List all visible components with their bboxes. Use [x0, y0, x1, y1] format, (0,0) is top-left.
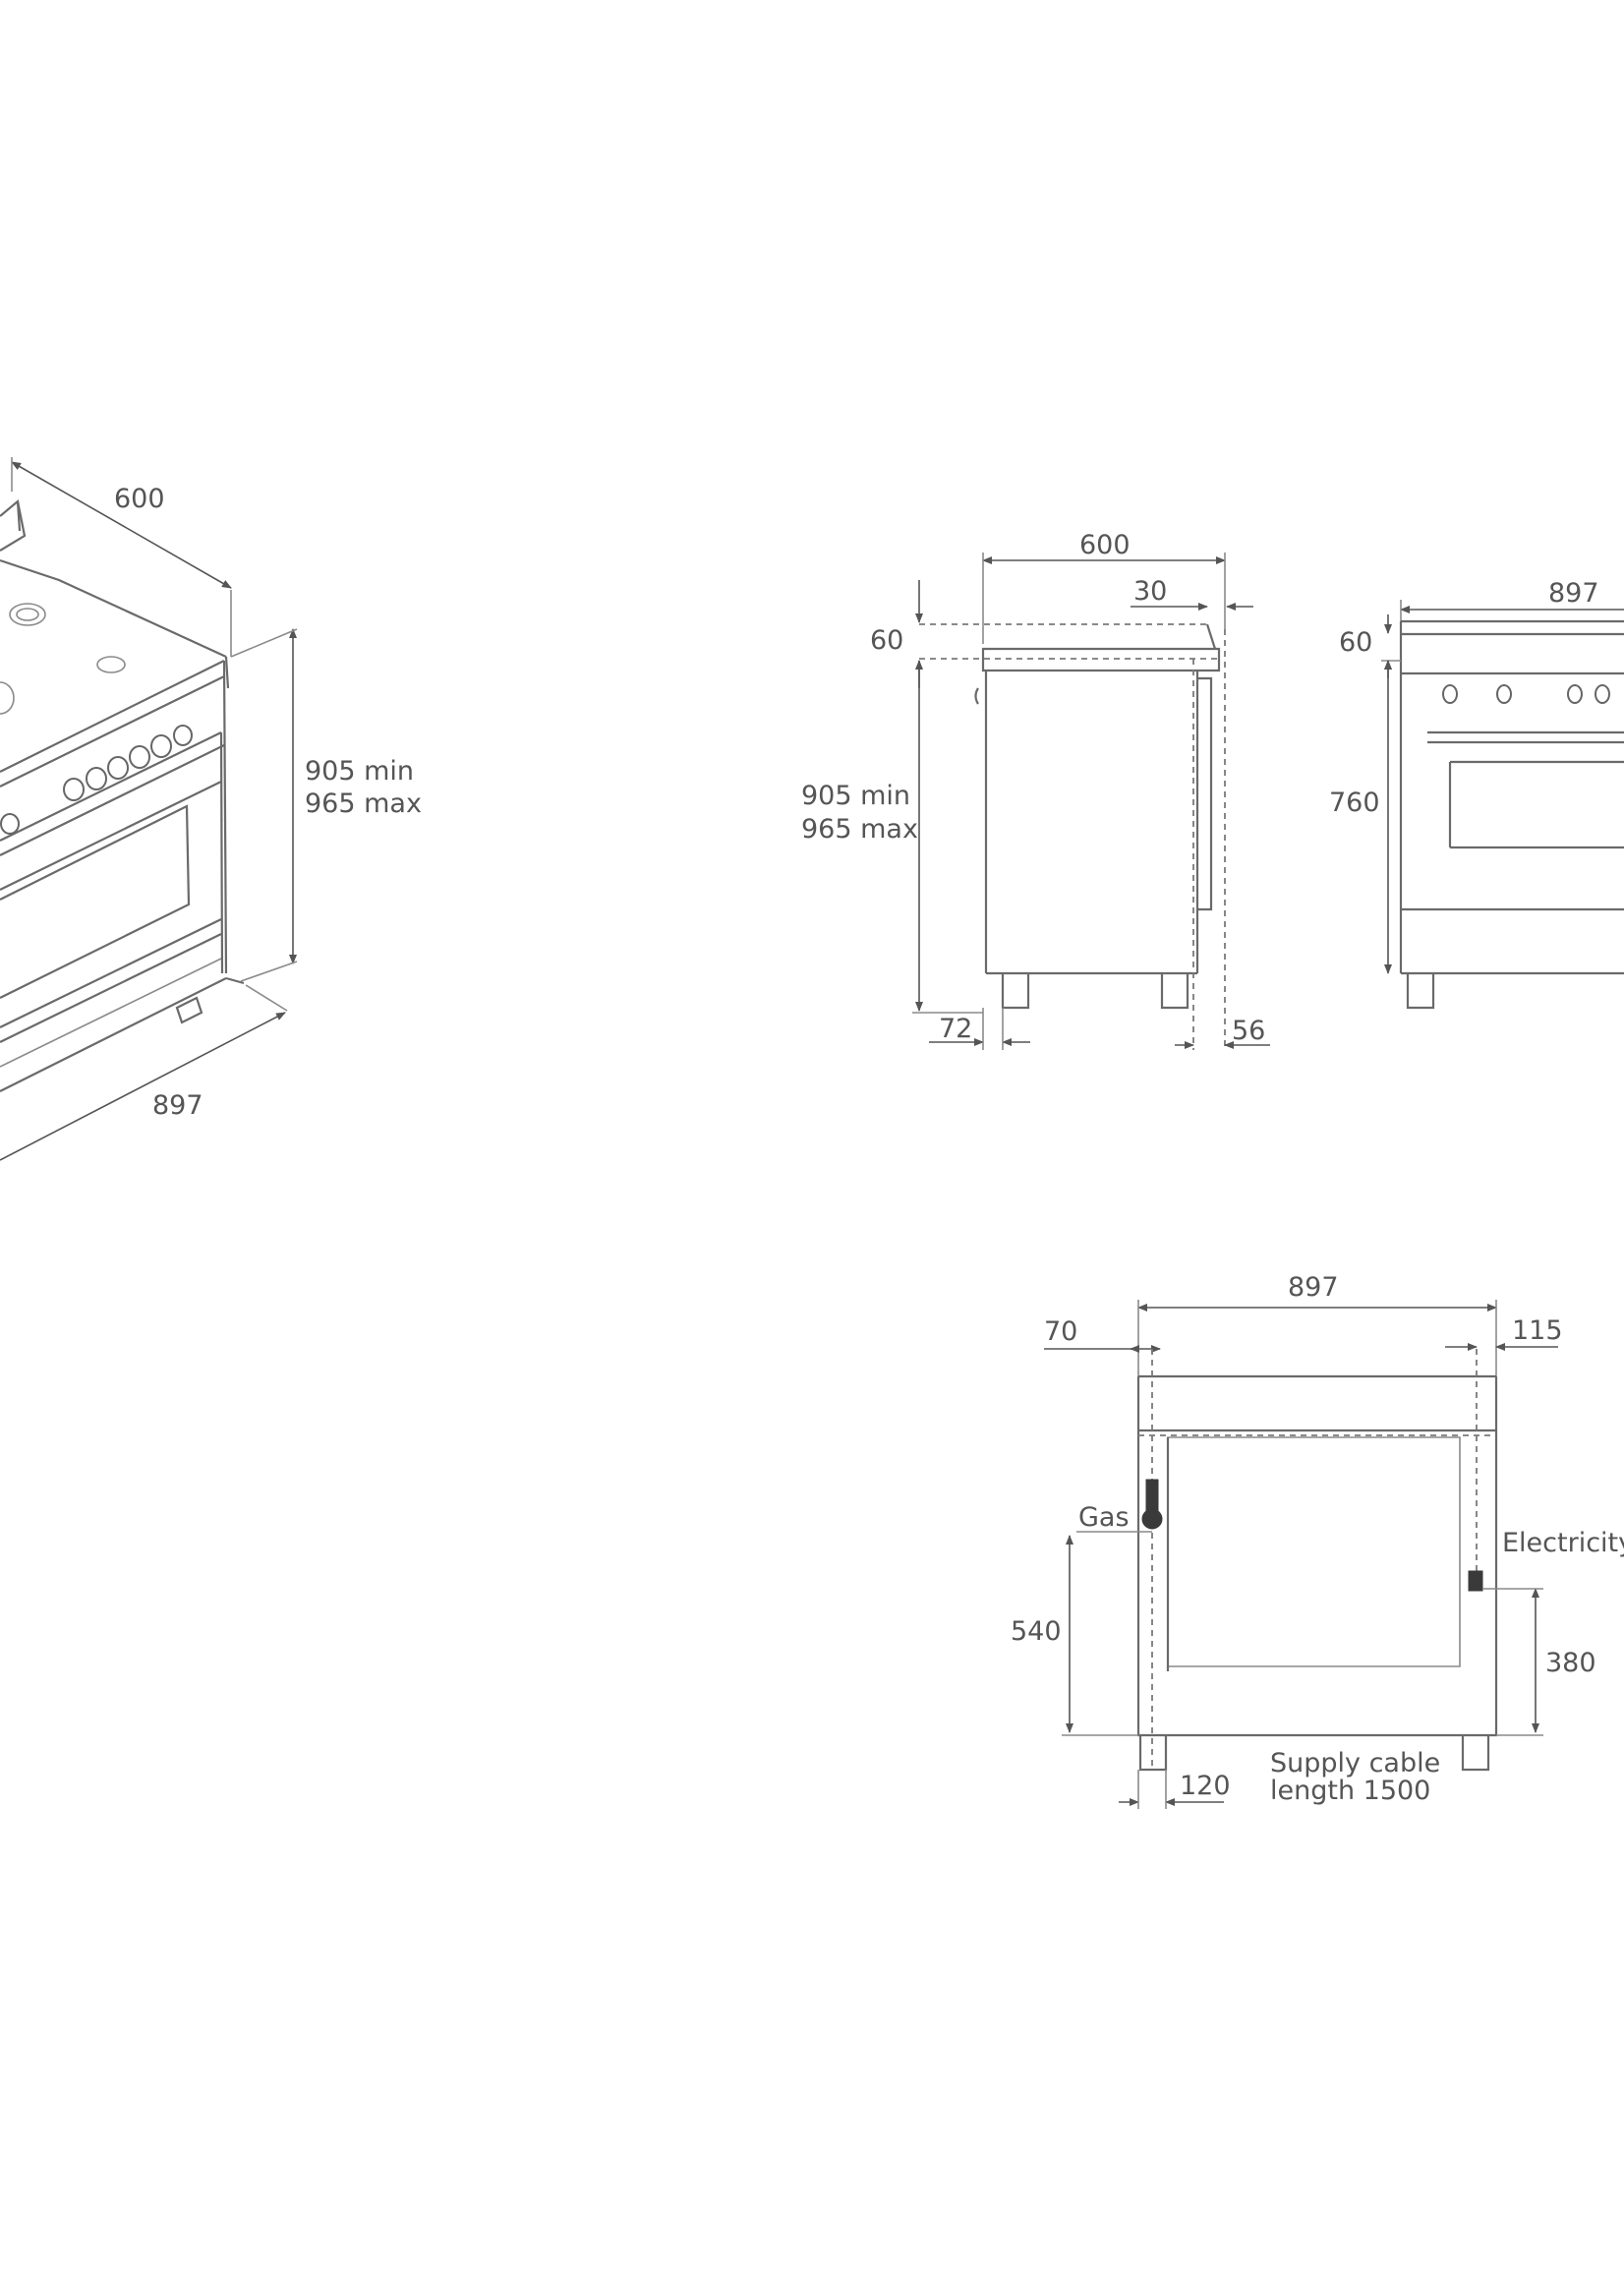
front-width-label: 897 — [1548, 578, 1599, 609]
side-height-max-label: 965 max — [801, 814, 918, 845]
rear-left-offset-label: 70 — [1044, 1316, 1077, 1347]
side-offset-label: 30 — [1133, 576, 1167, 607]
electric-height-label: 380 — [1545, 1648, 1596, 1678]
front-body-height-label: 760 — [1329, 787, 1380, 818]
side-depth-label: 600 — [1079, 530, 1131, 560]
iso-depth-label: 600 — [114, 484, 165, 514]
gas-connector-icon — [1141, 1479, 1163, 1530]
electricity-label: Electricity — [1502, 1528, 1624, 1558]
front-backguard-label: 60 — [1339, 627, 1372, 658]
iso-height-min-label: 905 min — [305, 756, 414, 787]
burner-icon — [0, 681, 15, 715]
rear-view: 897 70 115 Gas Electricity — [1011, 1272, 1624, 1809]
front-knob-icons — [1442, 684, 1610, 704]
side-foot-back-label: 56 — [1232, 1016, 1265, 1046]
electricity-connector-icon — [1468, 1570, 1483, 1592]
side-backguard-label: 60 — [870, 625, 903, 656]
supply-cable-label-line2: length 1500 — [1270, 1776, 1430, 1806]
isometric-view: 600 905 min 965 max 897 — [0, 457, 422, 1161]
side-height-min-label: 905 min — [801, 781, 910, 811]
side-view: 600 30 60 905 min 965 max — [801, 530, 1270, 1050]
side-foot-front-label: 72 — [939, 1014, 972, 1044]
gas-label: Gas — [1078, 1502, 1130, 1533]
burner-icon — [96, 656, 126, 673]
supply-cable-label-line1: Supply cable — [1270, 1748, 1440, 1778]
gas-height-label: 540 — [1011, 1616, 1062, 1647]
knob-icons — [0, 725, 193, 835]
burner-icon — [9, 603, 46, 626]
rear-width-label: 897 — [1288, 1272, 1339, 1303]
iso-height-max-label: 965 max — [305, 788, 422, 819]
rear-bottom-offset-label: 120 — [1180, 1771, 1231, 1801]
front-view: 897 60 760 — [1329, 578, 1624, 1010]
rear-right-offset-label: 115 — [1512, 1315, 1563, 1346]
iso-width-label: 897 — [152, 1090, 203, 1121]
